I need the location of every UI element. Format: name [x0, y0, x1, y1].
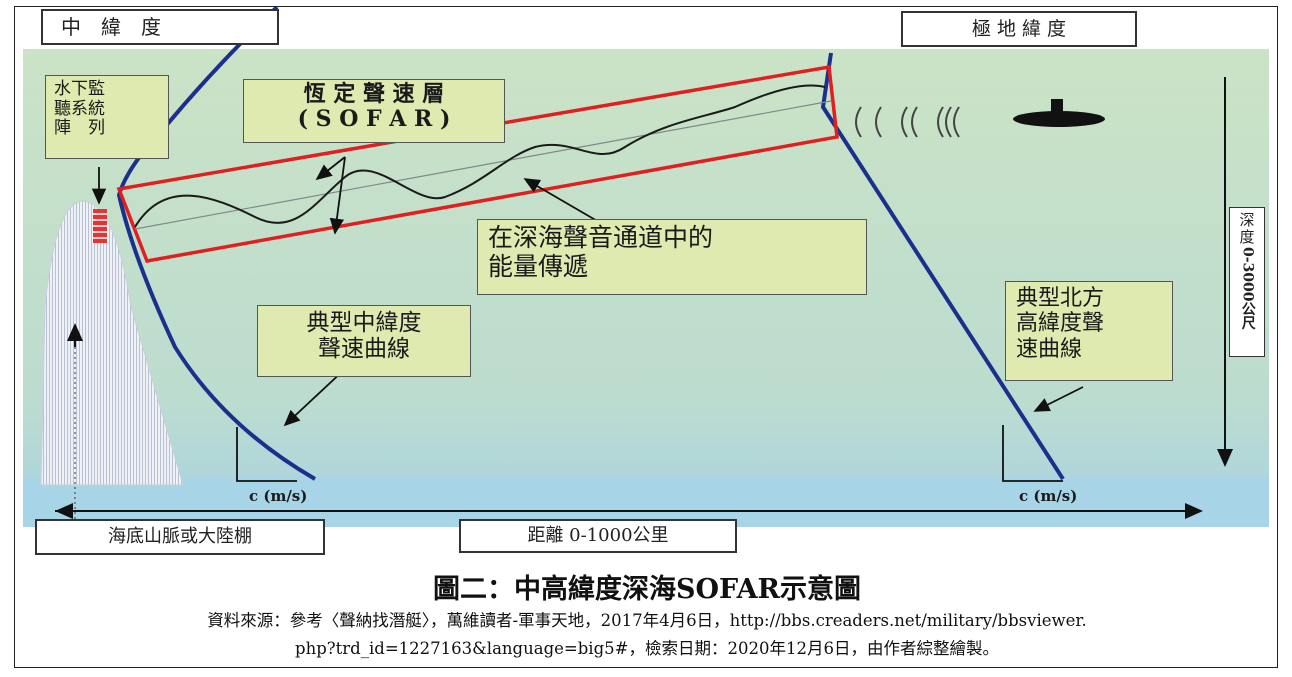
mid-latitude-sound-speed-curve [116, 7, 317, 481]
north-profile-arrow [1033, 386, 1084, 412]
sofar-axis-line [134, 100, 832, 230]
sofar-arrow-2 [329, 156, 346, 235]
source-line-2: php?trd_id=1227163&language=big5#，檢索日期：2… [295, 639, 999, 658]
mid-profile-arrow [283, 368, 346, 427]
seamount-shape [40, 200, 184, 486]
seamount-label: 海底山脈或大陸棚 [35, 519, 325, 555]
energy-transfer-note: 在深海聲音通道中的 能量傳遞 [477, 219, 867, 295]
polar-latitude-label: 極 地 緯 度 [901, 11, 1137, 47]
north-profile-note: 典型北方 高緯度聲 速曲線 [1005, 281, 1173, 381]
acoustic-energy-wave [134, 84, 826, 228]
sound-wave-icon [855, 106, 960, 138]
figure-title: 圖二：中高緯度深海SOFAR示意圖 [433, 574, 861, 605]
sofar-layer-note: 恆 定 聲 速 層 ( S O F A R ) [243, 79, 505, 143]
distance-label: 距離 0-1000公里 [459, 519, 737, 553]
mid-profile-note: 典型中緯度 聲速曲線 [257, 305, 471, 377]
sofar-arrow-1 [315, 156, 346, 181]
sofar-channel-box [116, 64, 839, 263]
seabed-band [23, 477, 1269, 527]
mid-velocity-axis [236, 427, 297, 482]
submarine-icon [1013, 99, 1105, 127]
velocity-label-right: c (m/s) [1019, 487, 1077, 505]
figure-frame: c (m/s) c (m/s) 中 緯 度 極 地 緯 度 水下監 聽系統 陣 … [14, 6, 1278, 668]
hydrophone-array-icon [93, 209, 107, 243]
velocity-label-left: c (m/s) [249, 487, 307, 505]
depth-axis-label: 深 度 0-3000公尺 [1229, 207, 1265, 357]
polar-velocity-axis [1002, 425, 1063, 482]
source-line-1: 資料來源：參考〈聲納找潛艇〉，萬維讀者-軍事天地，2017年4月6日，http:… [207, 611, 1087, 630]
mid-latitude-label: 中 緯 度 [41, 9, 279, 45]
hydrophone-array-note: 水下監 聽系統 陣 列 [45, 75, 169, 159]
